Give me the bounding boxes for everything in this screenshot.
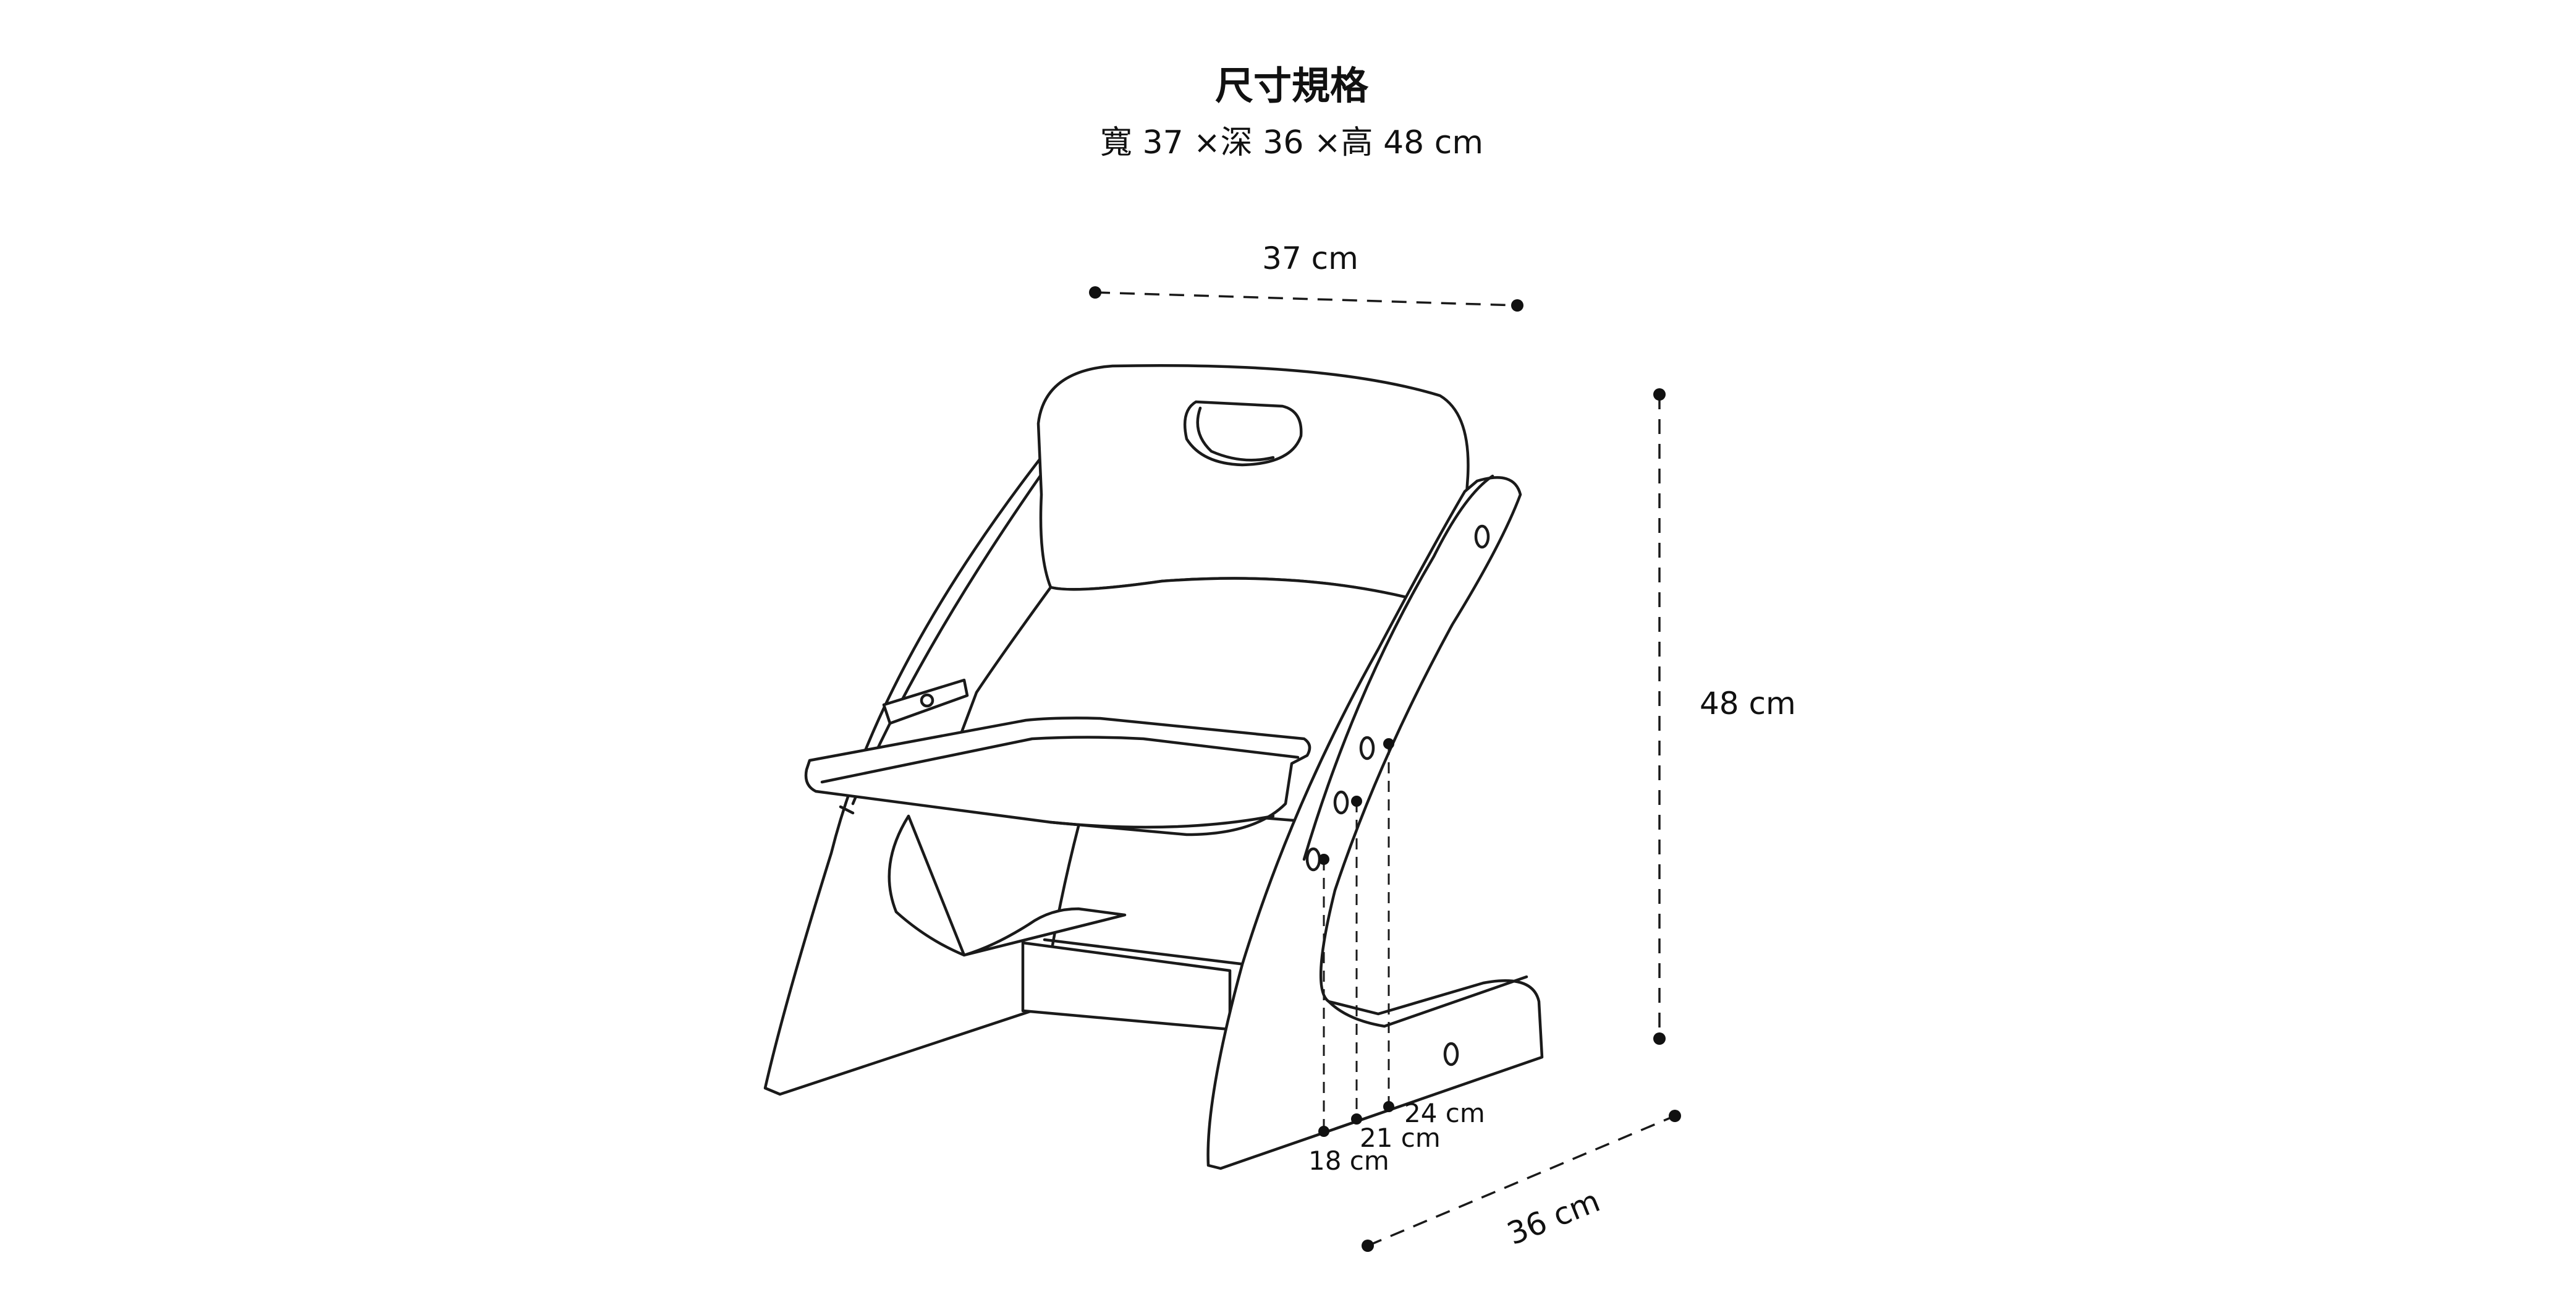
seat-position-hole-3 <box>1305 847 1321 872</box>
front-crossbar <box>1021 941 1232 1031</box>
seat-height-label-21: 21 cm <box>1360 1123 1441 1153</box>
backrest-handle-inner <box>1196 406 1275 462</box>
width-label: 37 cm <box>1262 240 1358 276</box>
seat-height-label-24: 24 cm <box>1404 1098 1485 1128</box>
page-title: 尺寸規格 <box>1215 63 1369 108</box>
depth-label: 36 cm <box>1502 1183 1605 1252</box>
right-panel-inner-edge <box>1302 474 1494 861</box>
height-label: 48 cm <box>1700 686 1796 721</box>
seat-height-label-18: 18 cm <box>1308 1146 1389 1176</box>
seat-position-hole-1 <box>1359 736 1375 760</box>
foot-hole <box>1443 1042 1459 1066</box>
seat-tray-top-edge <box>820 736 1300 784</box>
chair-backrest <box>1036 364 1470 614</box>
seat-lower-shell <box>888 814 1127 957</box>
width-dimension: 37 cm <box>1089 240 1523 312</box>
front-crossbar-edge <box>1043 938 1247 966</box>
left-bracket-hole <box>920 693 934 708</box>
right-panel-foot <box>1327 975 1528 1028</box>
seat-height-dimensions: 24 cm 21 cm 18 cm <box>1308 738 1485 1176</box>
backrest-handle-hole <box>1183 400 1303 467</box>
height-dimension: 48 cm <box>1653 388 1796 1045</box>
seat-tray <box>804 717 1311 836</box>
right-panel-top-hole <box>1474 524 1490 549</box>
right-side-panel <box>1206 476 1544 1170</box>
page-subtitle: 寬 37 ×深 36 ×高 48 cm <box>1100 124 1483 161</box>
chair-illustration <box>763 364 1544 1170</box>
seat-tray-under-edge <box>839 805 1275 829</box>
seat-position-hole-2 <box>1333 790 1349 815</box>
